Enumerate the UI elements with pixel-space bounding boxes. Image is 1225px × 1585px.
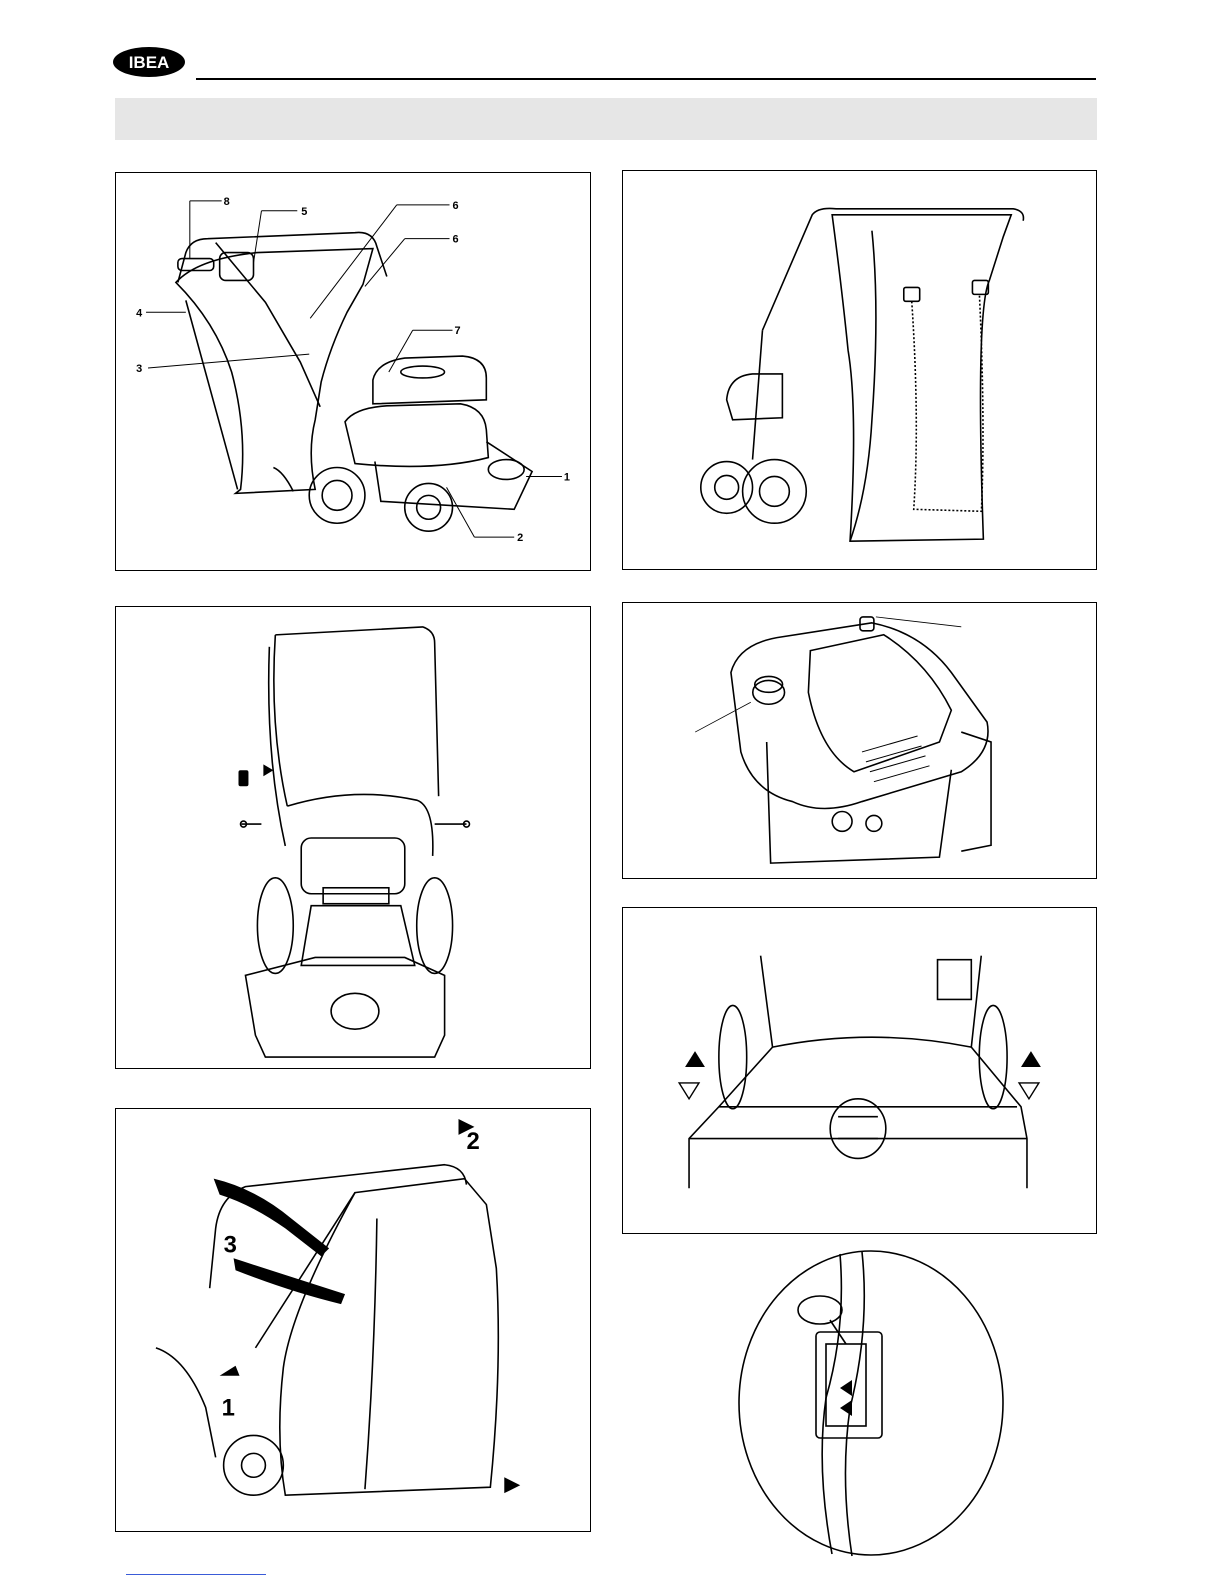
callout-5: 5 <box>301 206 307 218</box>
figure-front-assembly <box>115 606 591 1069</box>
footer-link-underline <box>126 1574 266 1575</box>
figure-engine <box>622 602 1097 879</box>
header-rule <box>196 78 1096 80</box>
engine-drawing <box>623 603 1096 878</box>
logo-text: IBEA <box>129 53 170 72</box>
step-2-label: 2 <box>466 1128 479 1155</box>
step-3-label: 3 <box>224 1231 237 1258</box>
figure-bag-removal: 2 3 1 <box>115 1108 591 1532</box>
callout-1: 1 <box>564 471 570 483</box>
rear-bag-drawing <box>623 171 1096 569</box>
front-assembly-drawing <box>116 607 590 1068</box>
figure-overview: 8 5 6 6 4 7 3 1 2 <box>115 172 591 571</box>
ibea-logo: IBEA <box>112 46 186 78</box>
callout-4: 4 <box>136 307 143 319</box>
callout-7: 7 <box>454 325 460 337</box>
bag-removal-drawing: 2 3 1 <box>116 1109 590 1531</box>
callout-3: 3 <box>136 363 142 375</box>
figure-wheel-adjust <box>622 907 1097 1234</box>
wheel-adjust-drawing <box>623 908 1096 1233</box>
overview-drawing: 8 5 6 6 4 7 3 1 2 <box>116 173 590 570</box>
detail-circle-drawing <box>736 1248 1006 1558</box>
callout-2: 2 <box>517 532 523 544</box>
figure-rear-bag <box>622 170 1097 570</box>
section-title-band <box>115 98 1097 140</box>
callout-6a: 6 <box>452 200 458 212</box>
figure-detail-circle <box>736 1248 1006 1558</box>
callout-6b: 6 <box>452 234 458 246</box>
callout-8: 8 <box>224 196 230 208</box>
step-1-label: 1 <box>222 1395 235 1422</box>
